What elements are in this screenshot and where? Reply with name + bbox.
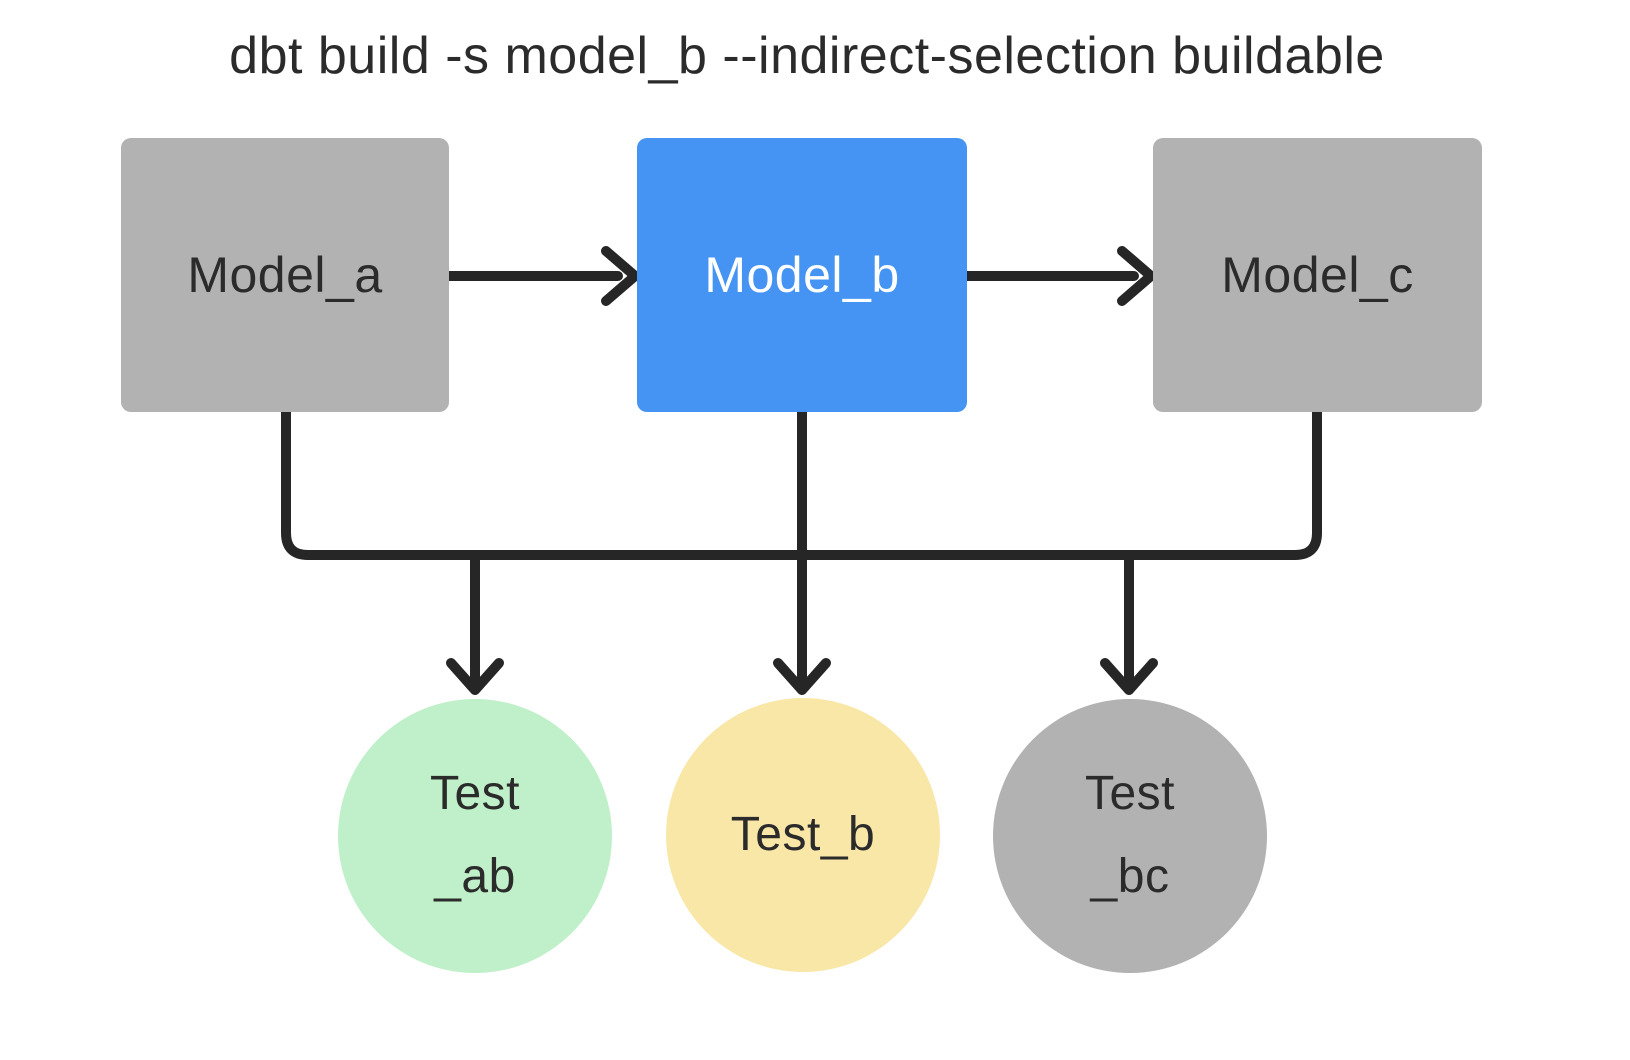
node-model-b-label: Model_b <box>704 247 900 303</box>
arrowhead-down-test-b-icon <box>773 658 831 695</box>
node-test-bc-label-line1: Test <box>1084 767 1176 821</box>
node-model-b-selected: Model_b <box>637 138 967 412</box>
edge-group <box>281 246 1322 695</box>
node-test-ab-label-line1: Test <box>429 767 521 821</box>
arrowhead-down-test-ab-icon <box>446 658 504 695</box>
arrowhead-right-bc-icon <box>1117 246 1156 306</box>
node-test-bc: Test _bc <box>993 699 1267 973</box>
arrowhead-down-test-bc-icon <box>1100 658 1158 695</box>
arrowhead-right-ab-icon <box>601 246 640 306</box>
node-test-ab: Test _ab <box>338 699 612 973</box>
node-test-b: Test_b <box>666 698 940 972</box>
node-test-bc-label-line2: _bc <box>1090 850 1170 903</box>
node-model-a-label: Model_a <box>187 247 383 303</box>
diagram-title: dbt build -s model_b --indirect-selectio… <box>229 27 1385 85</box>
node-model-c: Model_c <box>1153 138 1482 412</box>
node-model-a: Model_a <box>121 138 449 412</box>
node-model-c-label: Model_c <box>1221 247 1414 303</box>
node-test-ab-label-line2: _ab <box>434 850 516 903</box>
node-test-b-label-line1: Test_b <box>730 807 876 861</box>
